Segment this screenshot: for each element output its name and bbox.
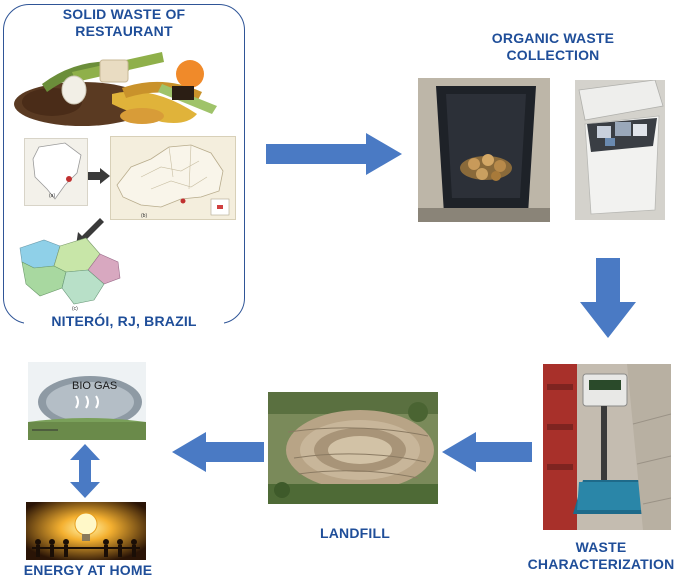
- landfill-label: LANDFILL: [319, 525, 391, 541]
- map-arrow-right: [88, 168, 110, 184]
- landfill-photo: [268, 392, 438, 504]
- energy-image: [26, 502, 146, 560]
- organic-bin-photo: [418, 78, 550, 222]
- map-tag-c: (c): [72, 306, 78, 312]
- organic-collection-label: ORGANIC WASTE COLLECTION: [491, 30, 615, 63]
- arrow-to-collection: [266, 133, 402, 175]
- location-label: NITERÓI, RJ, BRAZIL: [24, 313, 224, 330]
- rio-state-map: (b): [110, 136, 236, 220]
- arrow-to-landfill: [442, 432, 532, 472]
- arrow-to-characterization: [580, 258, 636, 338]
- biogas-image: BIO GAS: [28, 362, 146, 440]
- niteroi-district-map: (c): [14, 226, 126, 312]
- scale-photo: [543, 364, 671, 530]
- map-tag-a: (a): [49, 193, 56, 199]
- energy-label: ENERGY AT HOME: [23, 562, 153, 578]
- arrow-to-biogas: [172, 432, 264, 472]
- food-waste-image: [12, 44, 234, 130]
- brazil-map: (a): [24, 138, 88, 206]
- waste-bin-photo: [575, 80, 665, 220]
- solid-waste-label: SOLID WASTE OF RESTAURANT: [62, 6, 186, 39]
- biogas-text: BIO GAS: [72, 380, 118, 392]
- characterization-label: WASTE CHARACTERIZATION: [527, 539, 675, 572]
- arrow-biogas-energy: [70, 444, 100, 498]
- map-tag-b: (b): [141, 213, 148, 219]
